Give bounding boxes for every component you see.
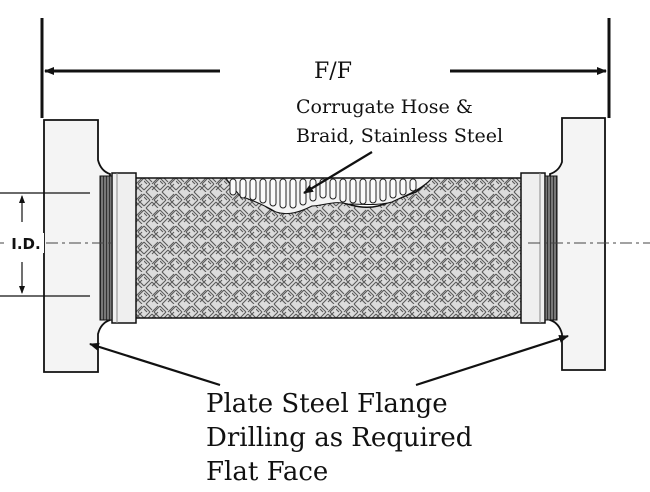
left-flange: [43, 119, 113, 373]
flange-leader-arrow-right: [415, 334, 569, 387]
flange-label-line-3: Flat Face: [206, 457, 328, 487]
corrugated-hose-cutaway: [225, 177, 434, 215]
left-ferrule: [111, 172, 137, 324]
id-label: I.D.: [11, 235, 40, 253]
ff-label: F/F: [314, 59, 352, 84]
right-gasket: [544, 175, 558, 321]
right-flange: [544, 117, 606, 371]
face-to-face-dimension: F/F: [40, 18, 611, 118]
flange-callout: Plate Steel Flange Drilling as Required …: [89, 334, 569, 487]
flange-leader-arrow-left: [89, 342, 221, 387]
hose-leader-arrow: [303, 151, 373, 194]
flange-label-line-2: Drilling as Required: [206, 423, 472, 453]
left-gasket: [99, 175, 113, 321]
hose-label-line-2: Braid, Stainless Steel: [296, 125, 503, 147]
flange-label-line-1: Plate Steel Flange: [206, 389, 448, 419]
hose-label-line-1: Corrugate Hose &: [296, 96, 473, 118]
right-ferrule: [520, 172, 546, 324]
inner-diameter-dimension: I.D.: [0, 192, 90, 297]
braided-hose: [132, 177, 524, 319]
hose-callout: Corrugate Hose & Braid, Stainless Steel: [296, 96, 503, 194]
